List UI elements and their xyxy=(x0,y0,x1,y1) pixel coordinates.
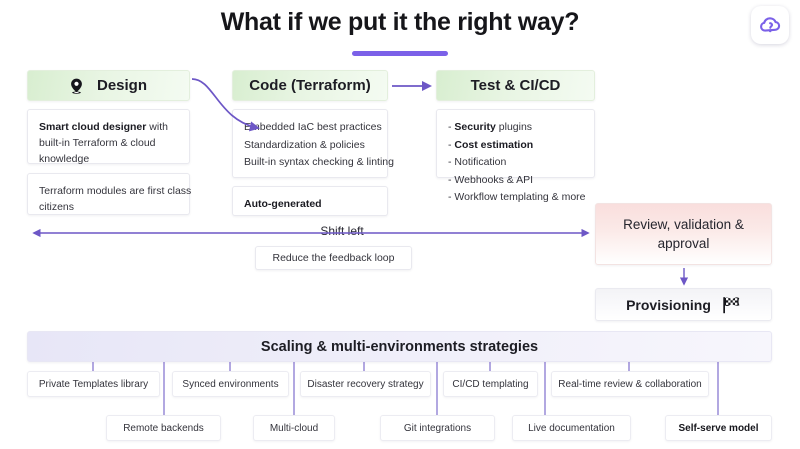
scaling-chip[interactable]: Multi-cloud xyxy=(253,415,335,441)
text-plain: - xyxy=(448,121,455,133)
scaling-chip[interactable]: Real-time review & collaboration xyxy=(551,371,709,397)
stage-header-code[interactable]: Code (Terraform) xyxy=(232,70,388,101)
stage-box-design-2[interactable]: Terraform modules are first class citize… xyxy=(27,173,191,215)
stage-box-text: - Security plugins - Cost estimation - N… xyxy=(437,110,594,216)
text-plain: built-in Terraform & cloud xyxy=(39,137,156,149)
scaling-chip-label: Multi-cloud xyxy=(269,422,319,434)
cloud-question-logo-icon xyxy=(760,17,781,33)
scaling-chip-label: Private Templates library xyxy=(38,378,149,390)
reduce-feedback-loop-box[interactable]: Reduce the feedback loop xyxy=(255,246,412,270)
scaling-chip[interactable]: Remote backends xyxy=(106,415,221,441)
scaling-banner-label: Scaling & multi-environments strategies xyxy=(260,338,539,355)
review-validation-approval-box[interactable]: Review, validation & approval xyxy=(595,203,772,265)
checkered-flag-icon xyxy=(721,296,741,314)
stage-header-label: Design xyxy=(96,77,147,94)
scaling-chip[interactable]: Private Templates library xyxy=(27,371,160,397)
map-pin-icon xyxy=(70,78,83,94)
stage-box-text: Smart cloud designer with built-in Terra… xyxy=(28,110,189,176)
stage-header-label: Test & CI/CD xyxy=(470,77,561,94)
scaling-chip[interactable]: Git integrations xyxy=(380,415,495,441)
text-plain: Embedded IaC best practices xyxy=(244,121,382,133)
stage-box-test-1[interactable]: - Security plugins - Cost estimation - N… xyxy=(436,109,595,203)
text-plain: - Webhooks & API xyxy=(448,173,534,186)
provisioning-box[interactable]: Provisioning xyxy=(595,288,772,321)
scaling-chip[interactable]: Live documentation xyxy=(512,415,631,441)
provisioning-label: Provisioning xyxy=(626,296,711,313)
text-plain: - Workflow templating & more xyxy=(448,191,586,203)
stage-box-text: Embedded IaC best practices Standardizat… xyxy=(233,110,394,181)
feedback-label: Reduce the feedback loop xyxy=(272,252,395,264)
scaling-chip[interactable]: Self-serve model xyxy=(665,415,772,441)
scaling-chip-label: Real-time review & collaboration xyxy=(558,378,702,390)
title-underline xyxy=(352,51,448,56)
scaling-banner: Scaling & multi-environments strategies xyxy=(27,331,772,362)
page-title: What if we put it the right way? xyxy=(220,8,580,36)
stage-box-code-2[interactable]: Auto-generated xyxy=(232,186,388,216)
scaling-chip-label: Disaster recovery strategy xyxy=(307,378,424,390)
cloud-question-logo xyxy=(751,6,789,44)
scaling-chip-label: CI/CD templating xyxy=(452,378,529,390)
text-bold: Smart cloud designer xyxy=(39,121,147,133)
text-bold: Security xyxy=(454,121,496,133)
stage-box-code-1[interactable]: Embedded IaC best practices Standardizat… xyxy=(232,109,394,181)
scaling-chip-label: Git integrations xyxy=(403,422,472,434)
shift-left-label: Shift left xyxy=(300,224,384,238)
scaling-chip-label: Self-serve model xyxy=(678,422,759,434)
stage-header-test[interactable]: Test & CI/CD xyxy=(436,70,595,101)
text-plain: citizens xyxy=(39,201,75,213)
text-plain: Standardization & policies xyxy=(244,138,365,151)
text-bold: Auto-generated xyxy=(244,198,322,210)
text-plain: knowledge xyxy=(39,153,90,165)
review-label: Review, validation & approval xyxy=(623,217,744,251)
scaling-chip-label: Remote backends xyxy=(123,422,204,434)
text-plain: - xyxy=(448,138,455,151)
scaling-chip[interactable]: Synced environments xyxy=(172,371,289,397)
text-plain: plugins xyxy=(495,121,533,133)
stage-box-text: Terraform modules are first class citize… xyxy=(28,174,192,224)
text-plain: Terraform modules are first class xyxy=(39,185,192,197)
text-plain: Built-in syntax checking & linting xyxy=(244,156,394,168)
scaling-chip-label: Synced environments xyxy=(182,378,279,390)
stage-box-design-1[interactable]: Smart cloud designer with built-in Terra… xyxy=(27,109,190,165)
stage-header-label: Code (Terraform) xyxy=(249,77,371,94)
text-bold: Cost estimation xyxy=(454,138,534,151)
text-plain: with xyxy=(146,121,168,133)
scaling-chip[interactable]: CI/CD templating xyxy=(443,371,538,397)
scaling-chip-label: Live documentation xyxy=(528,422,615,434)
scaling-chip[interactable]: Disaster recovery strategy xyxy=(300,371,431,397)
text-plain: - Notification xyxy=(448,156,507,168)
stage-header-design[interactable]: Design xyxy=(27,70,190,101)
stage-box-text: Auto-generated xyxy=(233,187,387,221)
